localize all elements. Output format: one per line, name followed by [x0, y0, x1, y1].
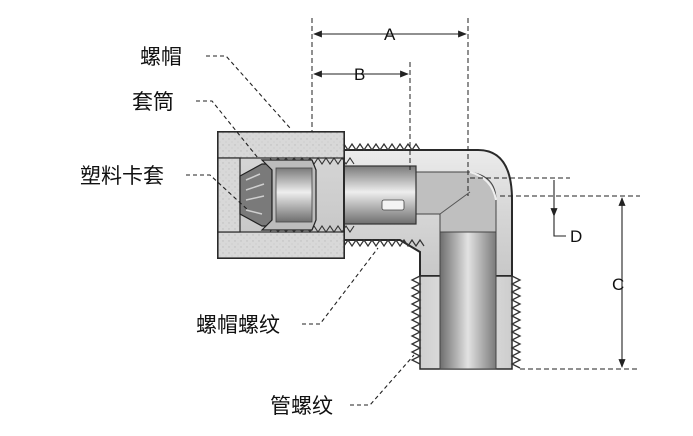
label-nut: 螺帽	[140, 45, 182, 69]
nut	[217, 131, 355, 259]
fitting-body	[299, 142, 522, 370]
label-pipe-thread: 管螺纹	[270, 394, 333, 418]
dimension-lines	[311, 18, 640, 370]
plastic-ferrule	[239, 163, 273, 227]
dimension-c-label: C	[612, 275, 624, 294]
dimension-d-label: D	[570, 227, 582, 246]
label-sleeve: 套筒	[132, 90, 174, 114]
dimension-a-label: A	[384, 25, 396, 44]
pipe-thread-left	[410, 275, 422, 365]
pipe-thread-right	[510, 275, 522, 369]
leader-lines	[186, 55, 415, 406]
dimension-b-label: B	[354, 65, 365, 84]
sleeve	[260, 159, 317, 231]
label-nut-thread: 螺帽螺纹	[196, 313, 280, 337]
inner-bore-vertical	[439, 231, 497, 370]
label-plastic-ferrule: 塑料卡套	[80, 164, 164, 188]
